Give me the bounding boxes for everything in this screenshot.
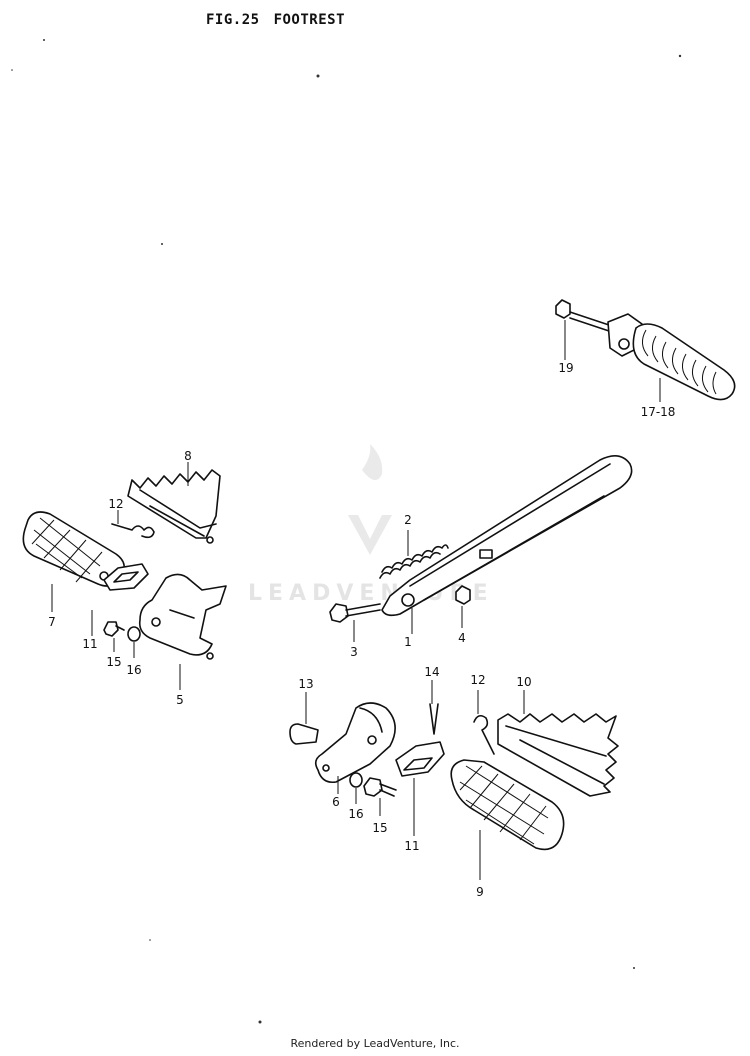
callout-17-18: 17-18 — [641, 405, 676, 419]
callout-15-right: 15 — [372, 821, 387, 835]
callout-16-left: 16 — [126, 663, 141, 677]
callout-3: 3 — [350, 645, 358, 659]
left-bolt-15 — [103, 621, 125, 652]
callout-14: 14 — [424, 665, 439, 679]
left-washer-11 — [91, 563, 149, 636]
left-spring-12 — [111, 510, 155, 539]
watermark-logo: LEADVENTURE — [248, 444, 488, 606]
left-bracket-5 — [138, 573, 227, 690]
left-footpeg-rubber — [22, 511, 125, 612]
callout-15-left: 15 — [106, 655, 121, 669]
figure-number: FIG.25 — [206, 12, 260, 28]
callout-19: 19 — [558, 361, 573, 375]
callout-16-right: 16 — [348, 807, 363, 821]
stand-spring — [379, 530, 449, 579]
stand-bolt — [329, 603, 381, 642]
footer-credit: Rendered by LeadVenture, Inc. — [290, 1037, 460, 1050]
left-footpeg-plate — [127, 462, 221, 544]
callout-5: 5 — [176, 693, 184, 707]
scan-specks — [11, 39, 682, 1024]
figure-name: FOOTREST — [273, 12, 346, 28]
callout-11-right: 11 — [404, 839, 419, 853]
callout-12-left: 12 — [108, 497, 123, 511]
callout-6: 6 — [332, 795, 340, 809]
callout-8: 8 — [184, 449, 192, 463]
right-spring-12 — [473, 690, 495, 755]
right-bolt-15 — [363, 777, 397, 816]
figure-title: FIG.25 FOOTREST — [206, 12, 359, 28]
right-pin-13 — [289, 692, 319, 745]
callout-4: 4 — [458, 631, 466, 645]
callout-2: 2 — [404, 513, 412, 527]
callout-12-right: 12 — [470, 673, 485, 687]
right-cotter-pin-14 — [429, 680, 439, 735]
left-washer-16 — [127, 626, 141, 658]
callout-10: 10 — [516, 675, 531, 689]
callout-11-left: 11 — [82, 637, 97, 651]
callout-labels: 1 2 3 4 5 6 7 8 9 10 11 11 12 12 13 14 1… — [48, 361, 675, 899]
right-bracket-6 — [314, 702, 396, 794]
right-footpeg-plate-10 — [497, 690, 619, 797]
callout-13: 13 — [298, 677, 313, 691]
right-washer-11 — [395, 741, 445, 836]
right-footpeg-rubber-9 — [450, 759, 565, 880]
callout-9: 9 — [476, 885, 484, 899]
right-washer-16 — [349, 772, 363, 804]
side-stand — [381, 455, 633, 634]
stand-nut — [455, 585, 471, 628]
rear-footrest-peg — [555, 299, 736, 402]
callout-1: 1 — [404, 635, 412, 649]
callout-7: 7 — [48, 615, 56, 629]
